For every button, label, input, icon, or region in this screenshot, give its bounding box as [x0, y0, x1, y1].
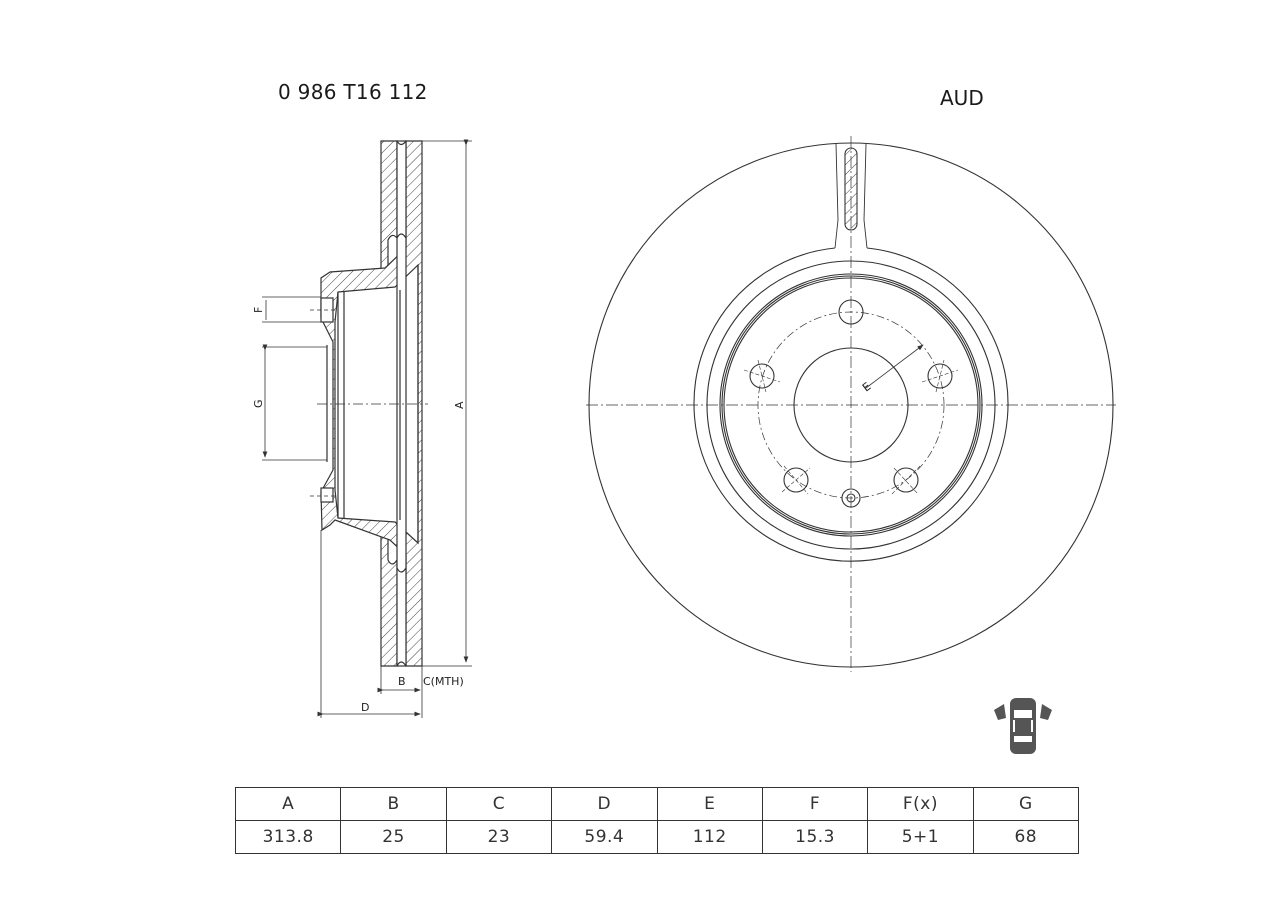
specs-header-g: G [972, 787, 1080, 821]
dim-label-b: B [398, 675, 406, 688]
part-number: 0 986 T16 112 [278, 80, 428, 104]
dim-label-g: G [252, 399, 265, 408]
bolt-hole [783, 467, 809, 493]
vehicle-brand: AUD [940, 86, 984, 110]
front-view [586, 136, 1116, 672]
specs-header-e: E [656, 787, 763, 821]
dim-label-c: C(MTH) [423, 675, 464, 688]
bolt-hole [893, 467, 919, 493]
specs-value-a: 313.8 [234, 820, 342, 854]
specs-value-d: 59.4 [551, 820, 658, 854]
specs-header-fx: F(x) [867, 787, 974, 821]
specs-header-b: B [340, 787, 447, 821]
bolt-hole [749, 363, 775, 389]
side-section-view [262, 139, 472, 718]
specs-header-d: D [551, 787, 658, 821]
specs-value-e: 112 [656, 820, 763, 854]
dim-label-d: D [361, 701, 369, 714]
specs-value-row: 313.8 25 23 59.4 112 15.3 5+1 68 [234, 820, 1080, 854]
specs-header-a: A [234, 787, 342, 821]
specs-value-b: 25 [340, 820, 447, 854]
specs-value-fx: 5+1 [867, 820, 974, 854]
dim-label-f: F [252, 307, 265, 313]
specs-value-c: 23 [445, 820, 553, 854]
dim-label-a: A [453, 401, 466, 409]
car-front-axle-icon [994, 698, 1052, 754]
specs-header-c: C [445, 787, 553, 821]
specs-value-g: 68 [972, 820, 1080, 854]
bolt-hole [927, 363, 953, 389]
specs-value-f: 15.3 [761, 820, 869, 854]
dim-label-e: E [860, 380, 873, 395]
specs-table: A B C D E F F(x) G 313.8 25 23 59.4 112 … [234, 787, 1080, 854]
specs-header-row: A B C D E F F(x) G [234, 787, 1080, 821]
specs-header-f: F [761, 787, 869, 821]
